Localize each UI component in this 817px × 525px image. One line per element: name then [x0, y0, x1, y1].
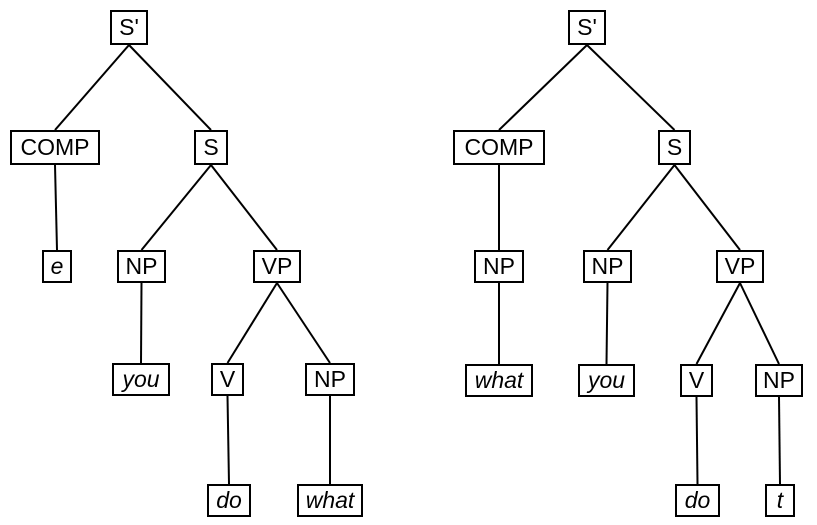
- tree-node-v: V: [211, 363, 244, 396]
- tree-edge: [54, 44, 130, 131]
- tree-node-do: do: [675, 484, 720, 517]
- tree-node-np: NP: [305, 363, 355, 396]
- tree-node-sbar: S': [110, 10, 148, 45]
- tree-node-label: COMP: [464, 134, 534, 160]
- tree-edge: [128, 44, 212, 131]
- tree-edge: [498, 44, 588, 131]
- tree-node-label: S: [666, 134, 683, 160]
- tree-node-label: t: [776, 487, 784, 513]
- tree-edge: [226, 282, 278, 364]
- tree-edge: [140, 282, 143, 364]
- tree-node-label: S: [203, 134, 219, 160]
- tree-node-label: e: [50, 253, 64, 279]
- tree-node-np: NP: [755, 364, 803, 397]
- tree-node-label: what: [474, 367, 524, 393]
- tree-edge: [586, 44, 676, 131]
- tree-node-label: do: [216, 487, 242, 513]
- tree-edge: [226, 395, 230, 485]
- tree-node-v: V: [680, 364, 713, 397]
- tree-edge: [673, 164, 741, 251]
- tree-node-t: t: [765, 484, 795, 517]
- tree-node-label: VP: [261, 253, 293, 279]
- tree-node-label: COMP: [20, 134, 90, 160]
- tree-edge: [276, 282, 331, 364]
- tree-node-comp: COMP: [10, 130, 100, 165]
- tree-node-label: NP: [314, 366, 346, 392]
- tree-edge: [605, 282, 609, 365]
- tree-node-e: e: [42, 250, 72, 283]
- tree-node-np: NP: [583, 250, 632, 283]
- tree-node-vp: VP: [253, 250, 301, 283]
- tree-node-label: NP: [591, 253, 624, 279]
- tree-node-label: you: [587, 367, 626, 393]
- tree-node-label: NP: [125, 253, 158, 279]
- tree-node-label: NP: [483, 253, 515, 279]
- tree-edge: [140, 164, 212, 251]
- tree-node-label: do: [684, 487, 711, 513]
- tree-node-label: you: [122, 366, 160, 392]
- tree-node-s: S: [194, 130, 228, 165]
- tree-node-sbar: S': [568, 10, 606, 45]
- tree-node-s: S: [658, 130, 691, 165]
- tree-node-label: V: [219, 366, 236, 392]
- tree-edge: [210, 164, 278, 251]
- tree-edge: [778, 396, 781, 485]
- tree-node-np: NP: [117, 250, 166, 283]
- tree-edge: [695, 282, 741, 365]
- tree-node-what: what: [465, 364, 533, 397]
- tree-edge: [739, 282, 780, 365]
- tree-node-np: NP: [474, 250, 524, 283]
- tree-node-do: do: [207, 484, 251, 517]
- tree-node-label: S': [577, 14, 597, 40]
- tree-node-label: S': [119, 14, 139, 40]
- tree-node-you: you: [112, 363, 170, 396]
- tree-node-what: what: [297, 484, 363, 517]
- tree-node-comp: COMP: [453, 130, 545, 165]
- tree-edge: [54, 164, 58, 251]
- tree-node-label: what: [305, 487, 355, 513]
- tree-node-vp: VP: [716, 250, 764, 283]
- tree-node-you: you: [578, 364, 635, 397]
- tree-node-label: V: [688, 367, 705, 393]
- tree-node-label: NP: [763, 367, 795, 393]
- tree-node-label: VP: [724, 253, 756, 279]
- tree-edge: [606, 164, 676, 251]
- tree-edge: [695, 396, 699, 485]
